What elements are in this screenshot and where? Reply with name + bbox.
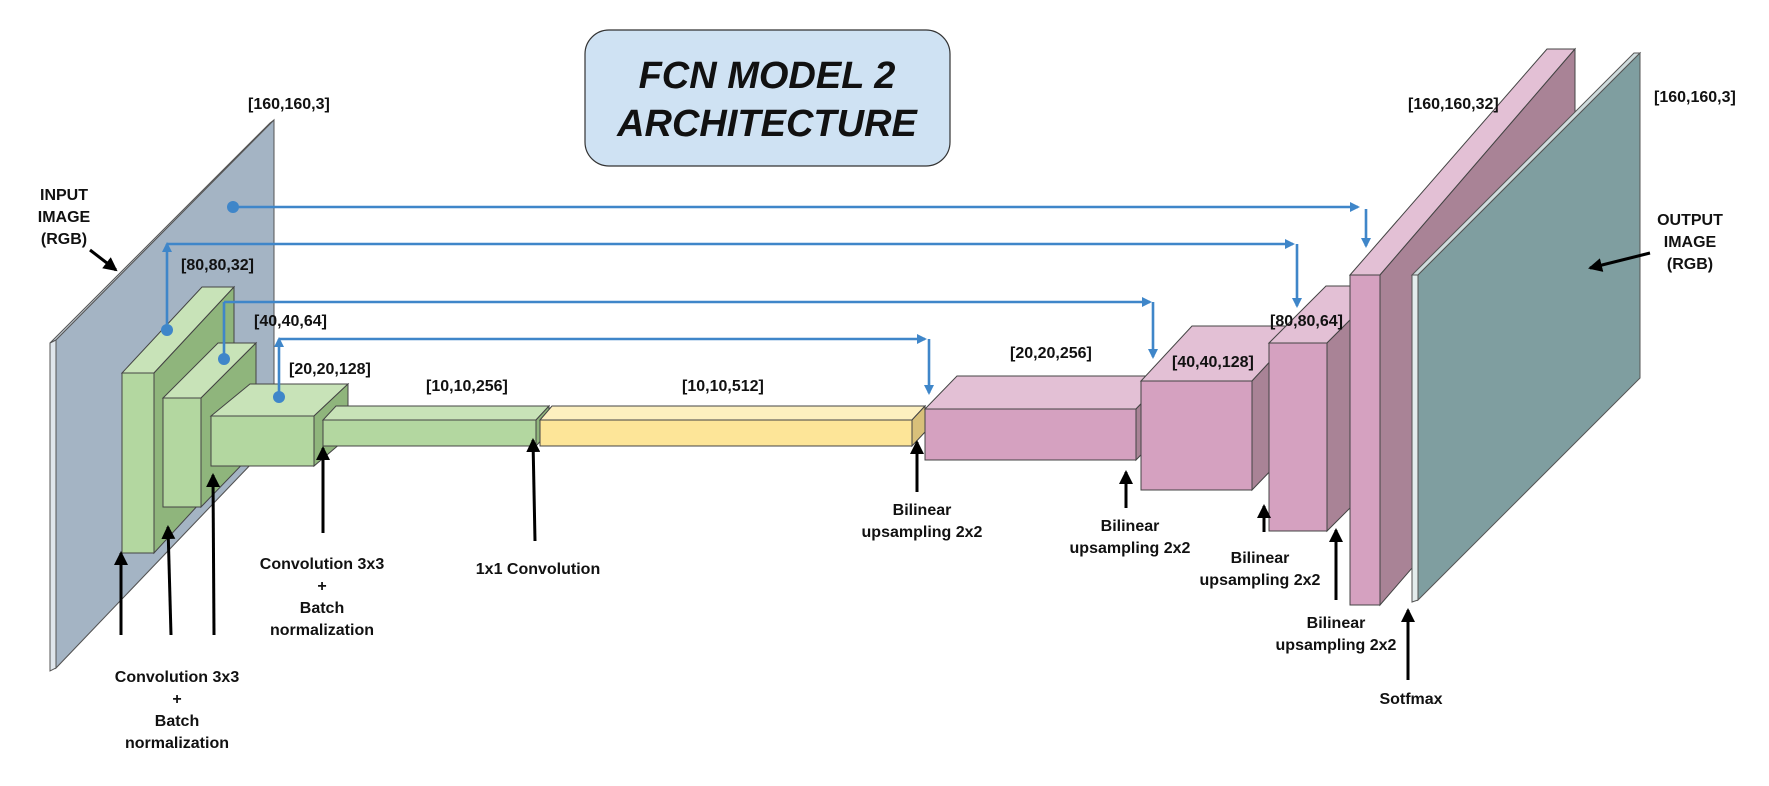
svg-text:upsampling 2x2: upsampling 2x2	[862, 524, 983, 541]
svg-text:normalization: normalization	[270, 622, 374, 639]
svg-text:(RGB): (RGB)	[41, 231, 87, 248]
conv-bn-label-1: Convolution 3x3 + Batch normalization	[115, 669, 240, 752]
svg-text:normalization: normalization	[125, 735, 229, 752]
svg-text:+: +	[317, 578, 326, 595]
skip-arrow-enc2-to-dec2	[218, 297, 1158, 365]
svg-text:Bilinear: Bilinear	[893, 502, 952, 519]
softmax-label: Sotfmax	[1379, 691, 1442, 708]
svg-text:Convolution 3x3: Convolution 3x3	[115, 669, 240, 686]
upsample-label-3: Bilinear upsampling 2x2	[1200, 550, 1321, 589]
decoder-shape-label-2: [40,40,128]	[1172, 354, 1254, 371]
svg-text:(RGB): (RGB)	[1667, 256, 1713, 273]
input-shape-label: [160,160,3]	[248, 96, 330, 113]
decoder-shape-label-3: [80,80,64]	[1270, 313, 1343, 330]
svg-text:Bilinear: Bilinear	[1101, 518, 1160, 535]
svg-text:upsampling 2x2: upsampling 2x2	[1200, 572, 1321, 589]
bottleneck-block	[538, 404, 927, 448]
upsample-label-1: Bilinear upsampling 2x2	[862, 502, 983, 541]
decoder-block-1	[923, 374, 1170, 462]
svg-text:upsampling 2x2: upsampling 2x2	[1070, 540, 1191, 557]
svg-text:IMAGE: IMAGE	[1664, 234, 1717, 251]
encoder-shape-label-4: [10,10,256]	[426, 378, 508, 395]
output-shape-label: [160,160,3]	[1654, 89, 1736, 106]
skip-connections	[161, 201, 1371, 403]
decoder-shape-label-4: [160,160,32]	[1408, 96, 1499, 113]
encoder-shape-label-1: [80,80,32]	[181, 257, 254, 274]
encoder-shape-label-3: [20,20,128]	[289, 361, 371, 378]
encoder-shape-label-2: [40,40,64]	[254, 313, 327, 330]
decoder-shape-label-1: [20,20,256]	[1010, 345, 1092, 362]
bottleneck-shape-label: [10,10,512]	[682, 378, 764, 395]
input-image-label: INPUT IMAGE (RGB)	[38, 187, 91, 248]
skip-arrow-input-to-output	[227, 201, 1371, 248]
skip-arrow-enc1-to-dec3	[161, 239, 1302, 336]
svg-text:Bilinear: Bilinear	[1231, 550, 1290, 567]
conv-1x1-label: 1x1 Convolution	[476, 561, 600, 578]
output-image-label: OUTPUT IMAGE (RGB)	[1657, 212, 1723, 273]
svg-text:IMAGE: IMAGE	[38, 209, 91, 226]
svg-text:INPUT: INPUT	[40, 187, 88, 204]
svg-text:upsampling 2x2: upsampling 2x2	[1276, 637, 1397, 654]
svg-text:+: +	[172, 691, 181, 708]
title-line-2: ARCHITECTURE	[616, 103, 918, 145]
title-box: FCN MODEL 2 ARCHITECTURE	[584, 29, 951, 167]
conv-bn-label-2: Convolution 3x3 + Batch normalization	[260, 556, 385, 639]
upsample-label-2: Bilinear upsampling 2x2	[1070, 518, 1191, 557]
svg-text:Convolution 3x3: Convolution 3x3	[260, 556, 385, 573]
output-image-plane	[1410, 51, 1642, 603]
svg-text:Bilinear: Bilinear	[1307, 615, 1366, 632]
upsample-label-4: Bilinear upsampling 2x2	[1276, 615, 1397, 654]
svg-text:Batch: Batch	[300, 600, 344, 617]
title-line-1: FCN MODEL 2	[639, 55, 896, 97]
encoder-block-4	[321, 404, 551, 448]
svg-text:Batch: Batch	[155, 713, 199, 730]
skip-arrow-enc3-to-dec1	[273, 334, 934, 403]
svg-text:OUTPUT: OUTPUT	[1657, 212, 1723, 229]
annotation-arrows	[89, 248, 1651, 680]
